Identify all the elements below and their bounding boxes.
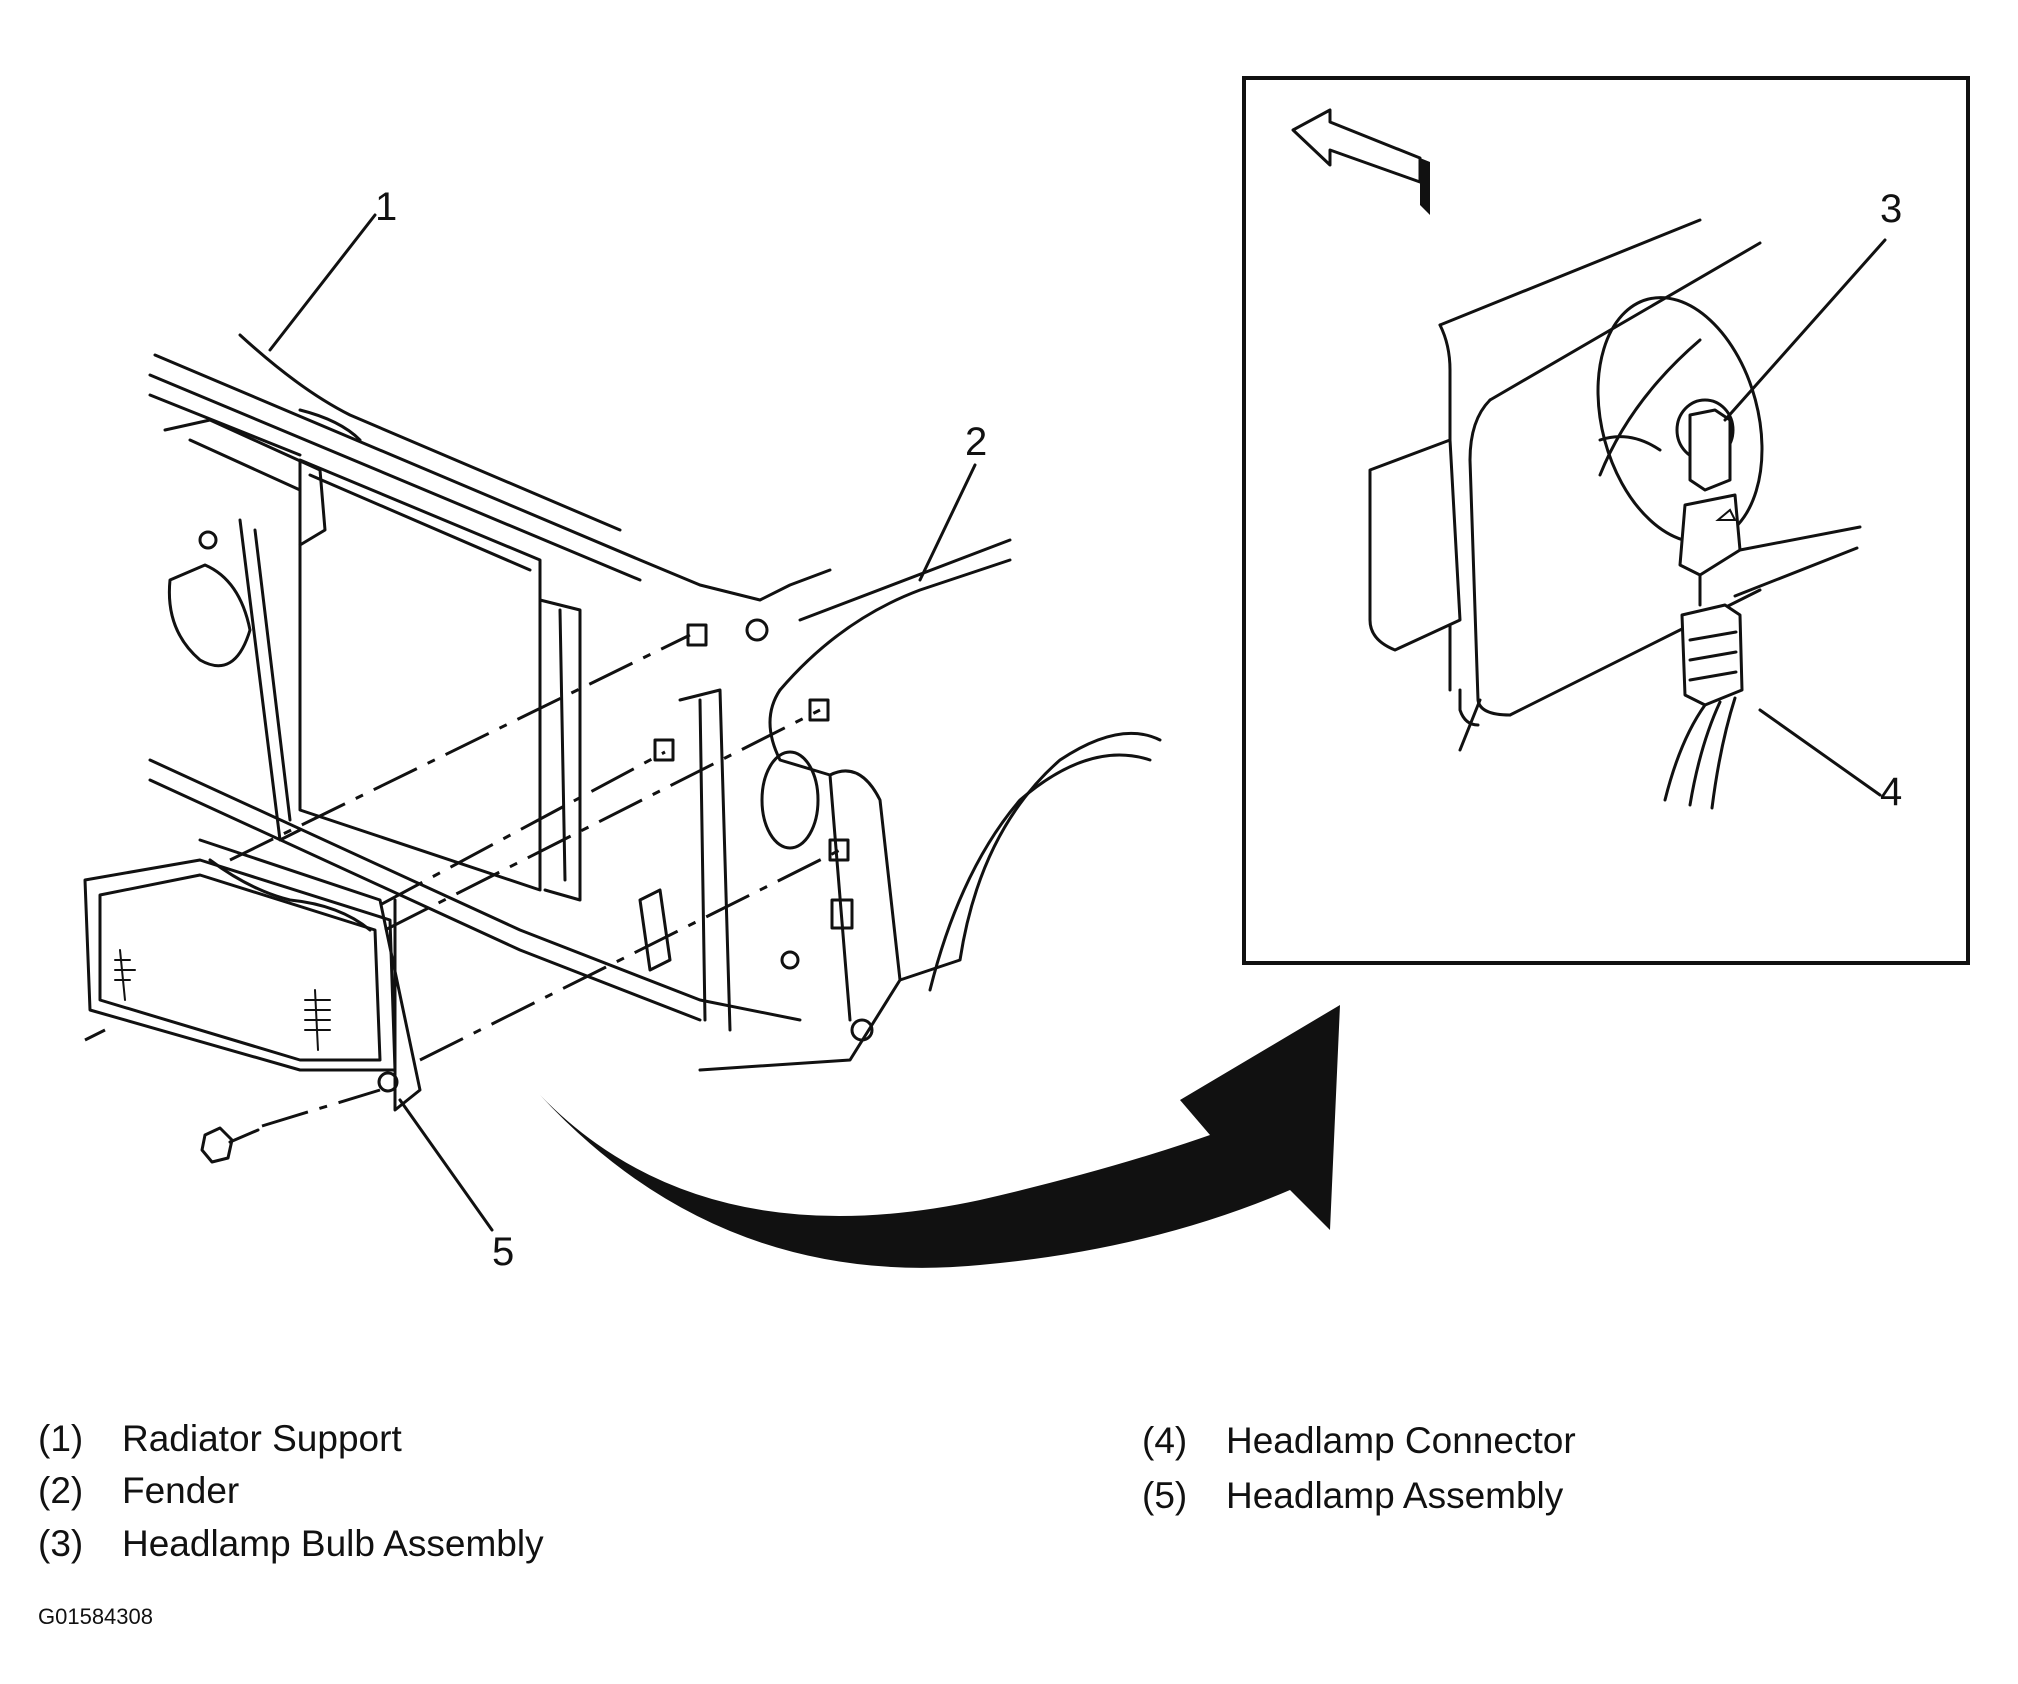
legend-number: (5) xyxy=(1142,1475,1188,1516)
figure-code: G01584308 xyxy=(38,1604,153,1629)
callout-2: 2 xyxy=(965,420,987,464)
headlamp-bulb-assembly xyxy=(1675,398,1742,607)
callout-1: 1 xyxy=(375,185,397,229)
inset-frame xyxy=(1242,76,1970,965)
headlamp-connector xyxy=(1663,603,1744,810)
legend-label: Headlamp Assembly xyxy=(1226,1475,1564,1516)
legend-number: (1) xyxy=(38,1418,84,1459)
leader-lines xyxy=(268,213,1887,1232)
legend-item-radiator-support: (1) Radiator Support xyxy=(38,1418,402,1460)
inset-headlamp-housing xyxy=(1368,218,1862,752)
direction-arrow xyxy=(1291,108,1430,215)
legend-item-headlamp-connector: (4) Headlamp Connector xyxy=(1142,1420,1576,1462)
legend-label: Radiator Support xyxy=(122,1418,402,1459)
legend-item-headlamp-bulb-assembly: (3) Headlamp Bulb Assembly xyxy=(38,1523,544,1565)
legend-label: Headlamp Bulb Assembly xyxy=(122,1523,544,1564)
legend-label: Headlamp Connector xyxy=(1226,1420,1576,1461)
legend-number: (2) xyxy=(38,1470,84,1511)
radiator-support xyxy=(148,333,832,1022)
legend-number: (3) xyxy=(38,1523,84,1564)
zoom-arrow xyxy=(540,1005,1340,1268)
callout-4: 4 xyxy=(1880,770,1902,814)
legend-item-fender: (2) Fender xyxy=(38,1470,239,1512)
callout-3: 3 xyxy=(1880,187,1902,231)
headlamp-assembly xyxy=(83,838,422,1112)
callout-5: 5 xyxy=(492,1230,514,1274)
legend-item-headlamp-assembly: (5) Headlamp Assembly xyxy=(1142,1475,1563,1517)
fender xyxy=(638,538,1162,1072)
mounting-lines xyxy=(84,633,841,1062)
legend-number: (4) xyxy=(1142,1420,1188,1461)
legend-label: Fender xyxy=(122,1470,240,1511)
bolt xyxy=(200,1088,381,1164)
